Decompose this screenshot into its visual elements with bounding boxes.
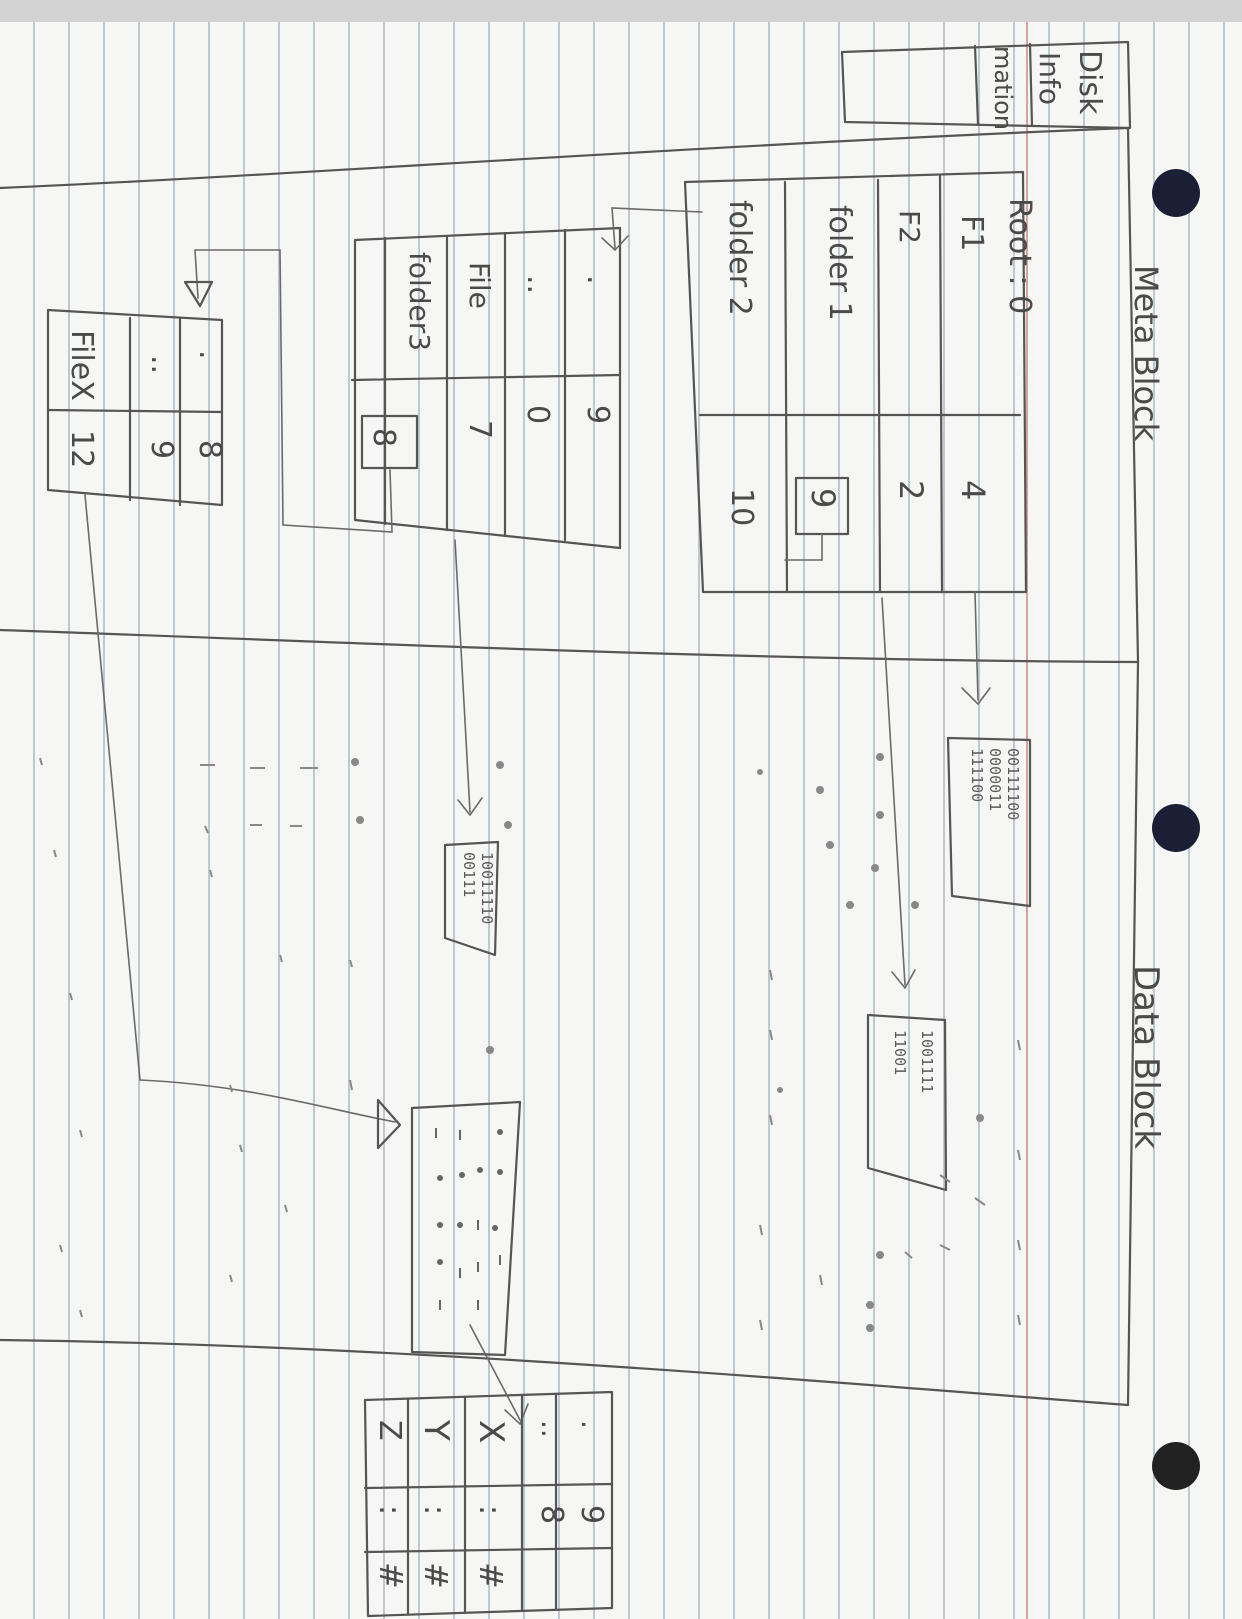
bottom-row-a: : (372, 1505, 407, 1515)
bottom-row-a: : (417, 1505, 452, 1515)
bottom-row-a: : (472, 1505, 507, 1515)
bottom-row-b: # (417, 1562, 455, 1589)
data-bits: 11001 (891, 1030, 909, 1075)
meta-block-right-edge (1126, 126, 1140, 664)
disk-info-line2: Info (1033, 52, 1066, 105)
root-row-name: F1 (954, 215, 989, 251)
pointer-arrows (84, 207, 991, 1426)
folder-block-box (360, 414, 419, 470)
scattered-data-marks (39, 753, 1021, 1332)
binder-hole-bottom (1152, 1442, 1200, 1490)
folder-row-name: folder3 (403, 252, 436, 351)
data-bits: 0000011 (986, 748, 1004, 811)
data-bits: 1001111 (918, 1030, 936, 1093)
bottom-row-a: 9 (574, 1505, 609, 1524)
folder-row-name: .. (144, 355, 179, 374)
data-block-3: 10011110 00111 (443, 840, 500, 957)
root-row-name: F2 (893, 210, 926, 244)
data-block-4 (410, 1100, 522, 1357)
folder-row-name: . (580, 275, 615, 285)
folder-row-block: 9 (580, 405, 615, 424)
bottom-row-b: # (372, 1562, 410, 1589)
disk-info-section: Disk Info mation (840, 40, 1132, 130)
bottom-directory-table: . 9 .. 8 X : # Y : # Z : # (363, 1390, 614, 1618)
folder-row-name: . (192, 350, 227, 360)
folder-row-name: .. (520, 275, 555, 294)
window-top-bar (0, 0, 1242, 22)
root-row-name: folder 2 (722, 200, 757, 316)
root-header: Root : 0 (1002, 198, 1037, 314)
root-row-name: folder 1 (822, 205, 857, 321)
data-block-bottom-boundary (0, 1338, 1130, 1407)
folder-table-block-9: . 9 .. 0 File 7 folder3 8 (350, 226, 622, 550)
folder-row-name: FileX (64, 330, 99, 401)
root-row-block: 4 (954, 480, 992, 500)
folder-table-block-8: . 8 .. 9 FileX 12 (46, 308, 227, 507)
data-bits: 111100 (968, 748, 986, 802)
folder-row-block: 7 (462, 420, 497, 439)
data-bits: 00111 (460, 852, 478, 897)
folder-row-block: 12 (64, 430, 99, 468)
root-table: Root : 0 F1 4 F2 2 folder 1 9 folder 2 1… (683, 170, 1037, 594)
bottom-row-name: . (575, 1420, 608, 1429)
bottom-row-a: 8 (534, 1505, 569, 1524)
folder-row-block: 9 (144, 440, 179, 459)
bottom-row-name: Z (372, 1420, 407, 1441)
binder-hole-top (1152, 169, 1200, 217)
folder-row-name: File (463, 262, 496, 309)
binder-hole-middle (1152, 804, 1200, 852)
meta-block-top-boundary (0, 126, 1130, 190)
notebook-paper (0, 22, 1242, 1619)
bottom-row-b: # (472, 1562, 510, 1589)
folder-row-block: 8 (192, 440, 227, 459)
root-row-block: 2 (892, 480, 930, 500)
folder-row-block: 8 (366, 428, 401, 447)
disk-info-line1: Disk (1072, 50, 1107, 115)
folder-row-block: 0 (520, 405, 555, 424)
root-row-block: 10 (724, 488, 759, 526)
data-bits: 00111100 (1004, 748, 1022, 820)
data-block-right-edge (1126, 660, 1140, 1407)
meta-data-boundary (0, 628, 1140, 664)
root-row-block: 9 (804, 488, 842, 508)
bottom-row-name: Y (416, 1419, 456, 1441)
data-block-label: Data Block (1126, 965, 1166, 1149)
bottom-row-name: X (471, 1420, 511, 1443)
data-block-1: 00111100 0000011 111100 (946, 736, 1032, 908)
data-block-2: 1001111 11001 (866, 1013, 948, 1192)
data-bits: 10011110 (478, 852, 496, 924)
bottom-row-name: .. (535, 1420, 568, 1438)
meta-block-label: Meta Block (1127, 265, 1165, 442)
disk-info-line3: mation (989, 46, 1017, 130)
